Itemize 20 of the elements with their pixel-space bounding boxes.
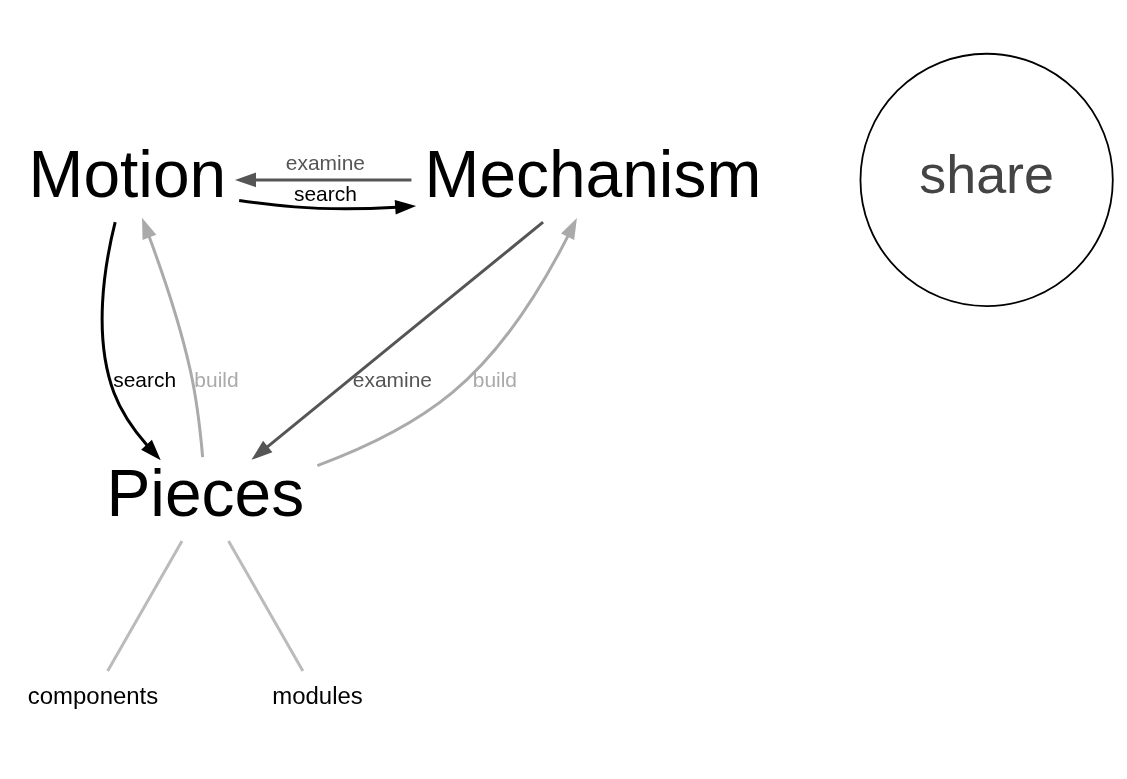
arrow <box>251 220 544 460</box>
node-text: components <box>27 681 159 709</box>
edge-label: examine <box>352 368 432 392</box>
edge-label: search <box>293 182 357 206</box>
arrow <box>142 217 205 458</box>
arrow <box>235 172 412 188</box>
edge-label: examine <box>285 150 365 174</box>
node-text: Pieces <box>106 455 305 530</box>
edge-label: build <box>472 368 518 392</box>
arrow <box>100 221 161 461</box>
node-circle: share <box>859 52 1114 307</box>
arrow <box>238 199 417 215</box>
node-text: Motion <box>28 136 227 211</box>
connector <box>227 540 305 672</box>
arrow <box>316 217 577 467</box>
connector <box>106 540 184 672</box>
node-text: Mechanism <box>424 136 762 211</box>
edge-label: search <box>113 368 177 392</box>
node-text: modules <box>272 681 363 709</box>
edge-label: build <box>194 368 239 392</box>
